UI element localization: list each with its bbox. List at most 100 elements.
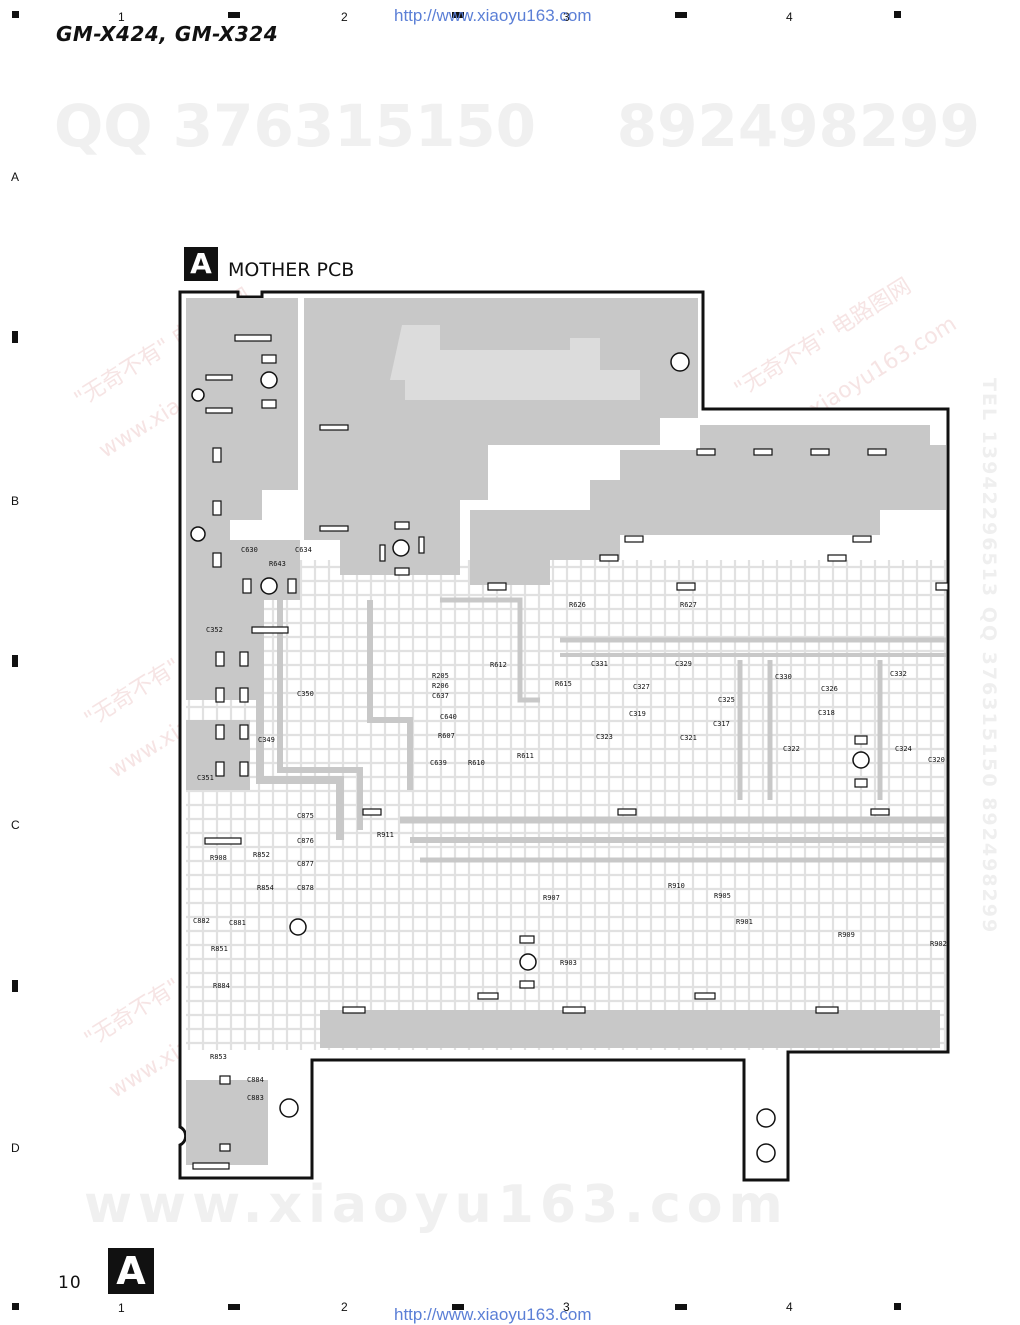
column-number: 3 [563, 10, 570, 24]
ref-label: R901 [736, 918, 753, 926]
ref-label: C331 [591, 660, 608, 668]
ground-plane [186, 1080, 268, 1165]
ref-label: C878 [297, 884, 314, 892]
section-title: MOTHER PCB [228, 259, 355, 281]
ref-label: R903 [560, 959, 577, 967]
ref-label: R853 [210, 1053, 227, 1061]
bus-trace [440, 597, 540, 703]
ref-label: C351 [197, 774, 214, 782]
column-number: 3 [563, 1300, 570, 1314]
ref-label: C883 [247, 1094, 264, 1102]
ref-label: C875 [297, 812, 314, 820]
ground-plane [390, 325, 640, 400]
column-number: 2 [341, 10, 348, 24]
footer-url[interactable]: http://www.xiaoyu163.com [394, 1305, 592, 1324]
registration-mark [228, 1304, 240, 1310]
ref-label: R907 [543, 894, 560, 902]
ref-label: R905 [714, 892, 731, 900]
registration-mark [12, 11, 19, 18]
ref-label: C327 [633, 683, 650, 691]
ref-label: C329 [675, 660, 692, 668]
ref-label: C330 [775, 673, 792, 681]
model-title: GM-X424, GM-X324 [56, 22, 279, 46]
registration-mark [228, 12, 240, 18]
ref-label: C349 [258, 736, 275, 744]
trace-field [186, 560, 946, 1050]
ref-label: C884 [247, 1076, 264, 1084]
ref-label: C639 [430, 759, 447, 767]
ref-label: C322 [783, 745, 800, 753]
row-letter: C [11, 818, 20, 832]
bus-trace [367, 600, 413, 790]
ref-label: R884 [213, 982, 230, 990]
watermark-qq: QQ 376315150 892498299 [54, 92, 980, 160]
ref-label: R902 [930, 940, 947, 948]
ref-label: C882 [193, 917, 210, 925]
ref-label: R643 [269, 560, 286, 568]
row-letter: B [11, 494, 20, 508]
ref-label: C876 [297, 837, 314, 845]
bus-trace [277, 590, 363, 830]
ref-label: C881 [229, 919, 246, 927]
ref-label: C324 [895, 745, 912, 753]
column-number: 1 [118, 10, 125, 24]
row-letter: D [11, 1141, 20, 1155]
ref-label: C637 [432, 692, 449, 700]
ref-label: C323 [596, 733, 613, 741]
ref-label: C630 [241, 546, 258, 554]
watermark-side: TEL 13942296513 QQ 376315150 892498299 [978, 378, 1000, 935]
ref-label: C325 [718, 696, 735, 704]
column-number: 4 [786, 10, 793, 24]
ref-label: C326 [821, 685, 838, 693]
ref-label: R607 [438, 732, 455, 740]
registration-mark [675, 1304, 687, 1310]
bus-trace [256, 580, 344, 840]
ref-label: C877 [297, 860, 314, 868]
column-number: 1 [118, 1301, 125, 1315]
registration-mark [12, 655, 18, 667]
ref-label: C321 [680, 734, 697, 742]
registration-mark [894, 11, 901, 18]
ref-label: R852 [253, 851, 270, 859]
registration-mark [12, 980, 18, 992]
ref-label: R911 [377, 831, 394, 839]
ref-label: R908 [210, 854, 227, 862]
registration-mark [12, 1303, 19, 1310]
page-number: 10 [58, 1273, 82, 1293]
registration-mark [452, 12, 464, 18]
ref-label: R615 [555, 680, 572, 688]
mounting-holes [190, 352, 870, 1163]
ref-label: C352 [206, 626, 223, 634]
component-labels: C630 C634 R643 C352 C350 C349 C351 R205 … [193, 546, 947, 1102]
ref-label: C318 [818, 709, 835, 717]
ref-label: R612 [490, 661, 507, 669]
ref-label: R854 [257, 884, 274, 892]
ref-label: R611 [517, 752, 534, 760]
component-pads [192, 334, 949, 1170]
row-letter: A [11, 170, 20, 184]
ref-label: R610 [468, 759, 485, 767]
column-number: 2 [341, 1300, 348, 1314]
registration-mark [452, 1304, 464, 1310]
ground-plane [470, 425, 946, 585]
ref-label: R909 [838, 931, 855, 939]
ref-label: C350 [297, 690, 314, 698]
ground-plane [320, 1010, 940, 1048]
ref-label: R910 [668, 882, 685, 890]
registration-mark [675, 12, 687, 18]
ref-label: C320 [928, 756, 945, 764]
header-url[interactable]: http://www.xiaoyu163.com [394, 6, 592, 25]
ref-label: R206 [432, 682, 449, 690]
bus-trace [737, 660, 883, 800]
ref-label: R627 [680, 601, 697, 609]
ref-label: R851 [211, 945, 228, 953]
ref-label: C332 [890, 670, 907, 678]
column-number: 4 [786, 1300, 793, 1314]
ref-label: C634 [295, 546, 312, 554]
section-badge: A [184, 247, 218, 281]
registration-mark [894, 1303, 901, 1310]
ref-label: C319 [629, 710, 646, 718]
ref-label: R626 [569, 601, 586, 609]
ref-label: C317 [713, 720, 730, 728]
